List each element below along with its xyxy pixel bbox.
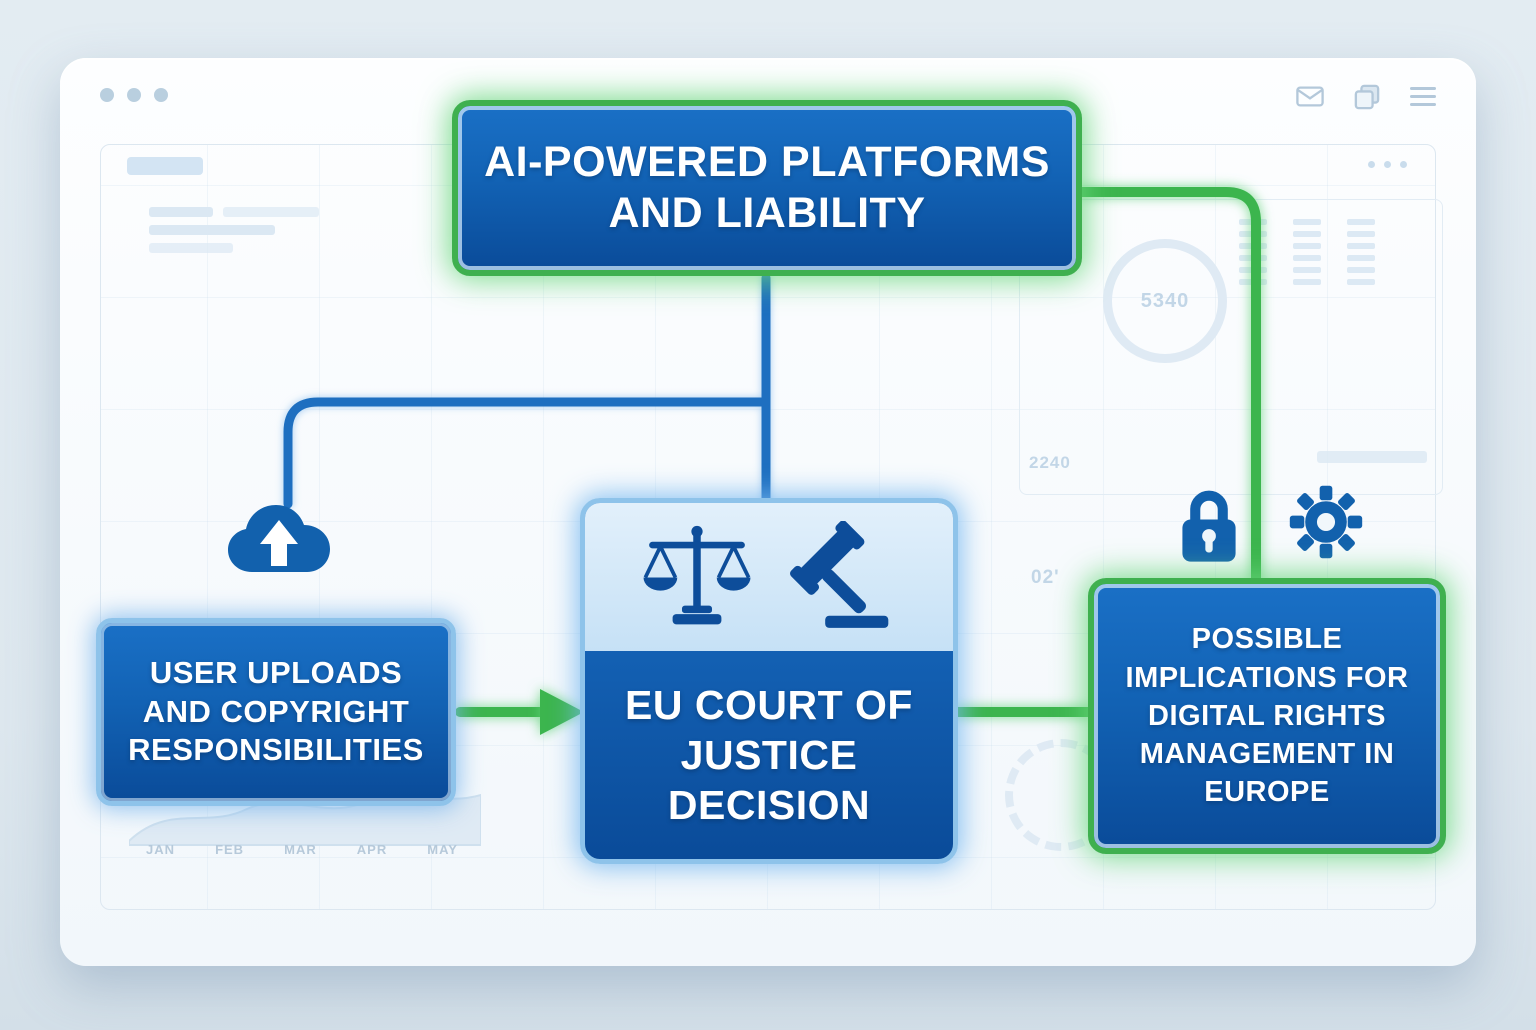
scales-of-justice-icon bbox=[643, 525, 751, 625]
ghost-panel-dots bbox=[1368, 161, 1407, 168]
node-text-line: EUROPE bbox=[1204, 776, 1330, 809]
node-text-line: USER UPLOADS bbox=[149, 654, 403, 690]
ghost-gauge: 5340 bbox=[1103, 239, 1227, 363]
window-dot-3[interactable] bbox=[154, 88, 168, 102]
window-header-icons bbox=[1296, 82, 1436, 111]
gavel-icon bbox=[790, 521, 889, 628]
node-text-line: RESPONSIBILITIES bbox=[128, 732, 424, 768]
court-label: EU COURT OF JUSTICE DECISION bbox=[585, 651, 953, 859]
node-text-line: JUSTICE bbox=[680, 731, 858, 778]
court-icon-strip bbox=[585, 503, 953, 651]
node-title-line: AI-POWERED PLATFORMS bbox=[484, 138, 1050, 187]
ghost-stat-2: 02' bbox=[1031, 567, 1060, 588]
window-dot-2[interactable] bbox=[127, 88, 141, 102]
month-label: MAY bbox=[427, 842, 458, 857]
node-text-line: IMPLICATIONS FOR bbox=[1125, 661, 1409, 694]
ghost-toolbar-chip bbox=[127, 157, 203, 175]
month-label: FEB bbox=[215, 842, 245, 857]
month-label: MAR bbox=[284, 842, 317, 857]
mail-icon[interactable] bbox=[1296, 86, 1324, 107]
node-text-line: DECISION bbox=[667, 782, 871, 828]
menu-icon[interactable] bbox=[1410, 82, 1436, 111]
node-text-line: POSSIBLE bbox=[1191, 623, 1343, 656]
node-title-line: AND LIABILITY bbox=[608, 189, 926, 237]
node-drm-implications: POSSIBLE IMPLICATIONS FOR DIGITAL RIGHTS… bbox=[1088, 578, 1446, 854]
ghost-stat: 2240 bbox=[1029, 453, 1071, 472]
node-ai-platforms-and-liability: AI-POWERED PLATFORMS AND LIABILITY bbox=[452, 100, 1082, 276]
node-text-line: MANAGEMENT IN bbox=[1139, 738, 1395, 771]
node-text-line: DIGITAL RIGHTS bbox=[1148, 699, 1386, 732]
window-dot-1[interactable] bbox=[100, 88, 114, 102]
node-eu-court-decision: EU COURT OF JUSTICE DECISION bbox=[580, 498, 958, 864]
node-user-uploads: USER UPLOADS AND COPYRIGHT RESPONSIBILIT… bbox=[96, 618, 456, 806]
node-text-line: EU COURT OF bbox=[625, 681, 913, 728]
month-label: APR bbox=[356, 842, 388, 857]
node-text-line: AND COPYRIGHT bbox=[142, 693, 410, 729]
layers-icon[interactable] bbox=[1354, 84, 1380, 110]
window-controls[interactable] bbox=[100, 88, 168, 102]
month-axis: JAN FEB MAR APR MAY bbox=[146, 842, 458, 857]
month-label: JAN bbox=[146, 842, 176, 857]
ghost-card bbox=[1019, 199, 1443, 495]
